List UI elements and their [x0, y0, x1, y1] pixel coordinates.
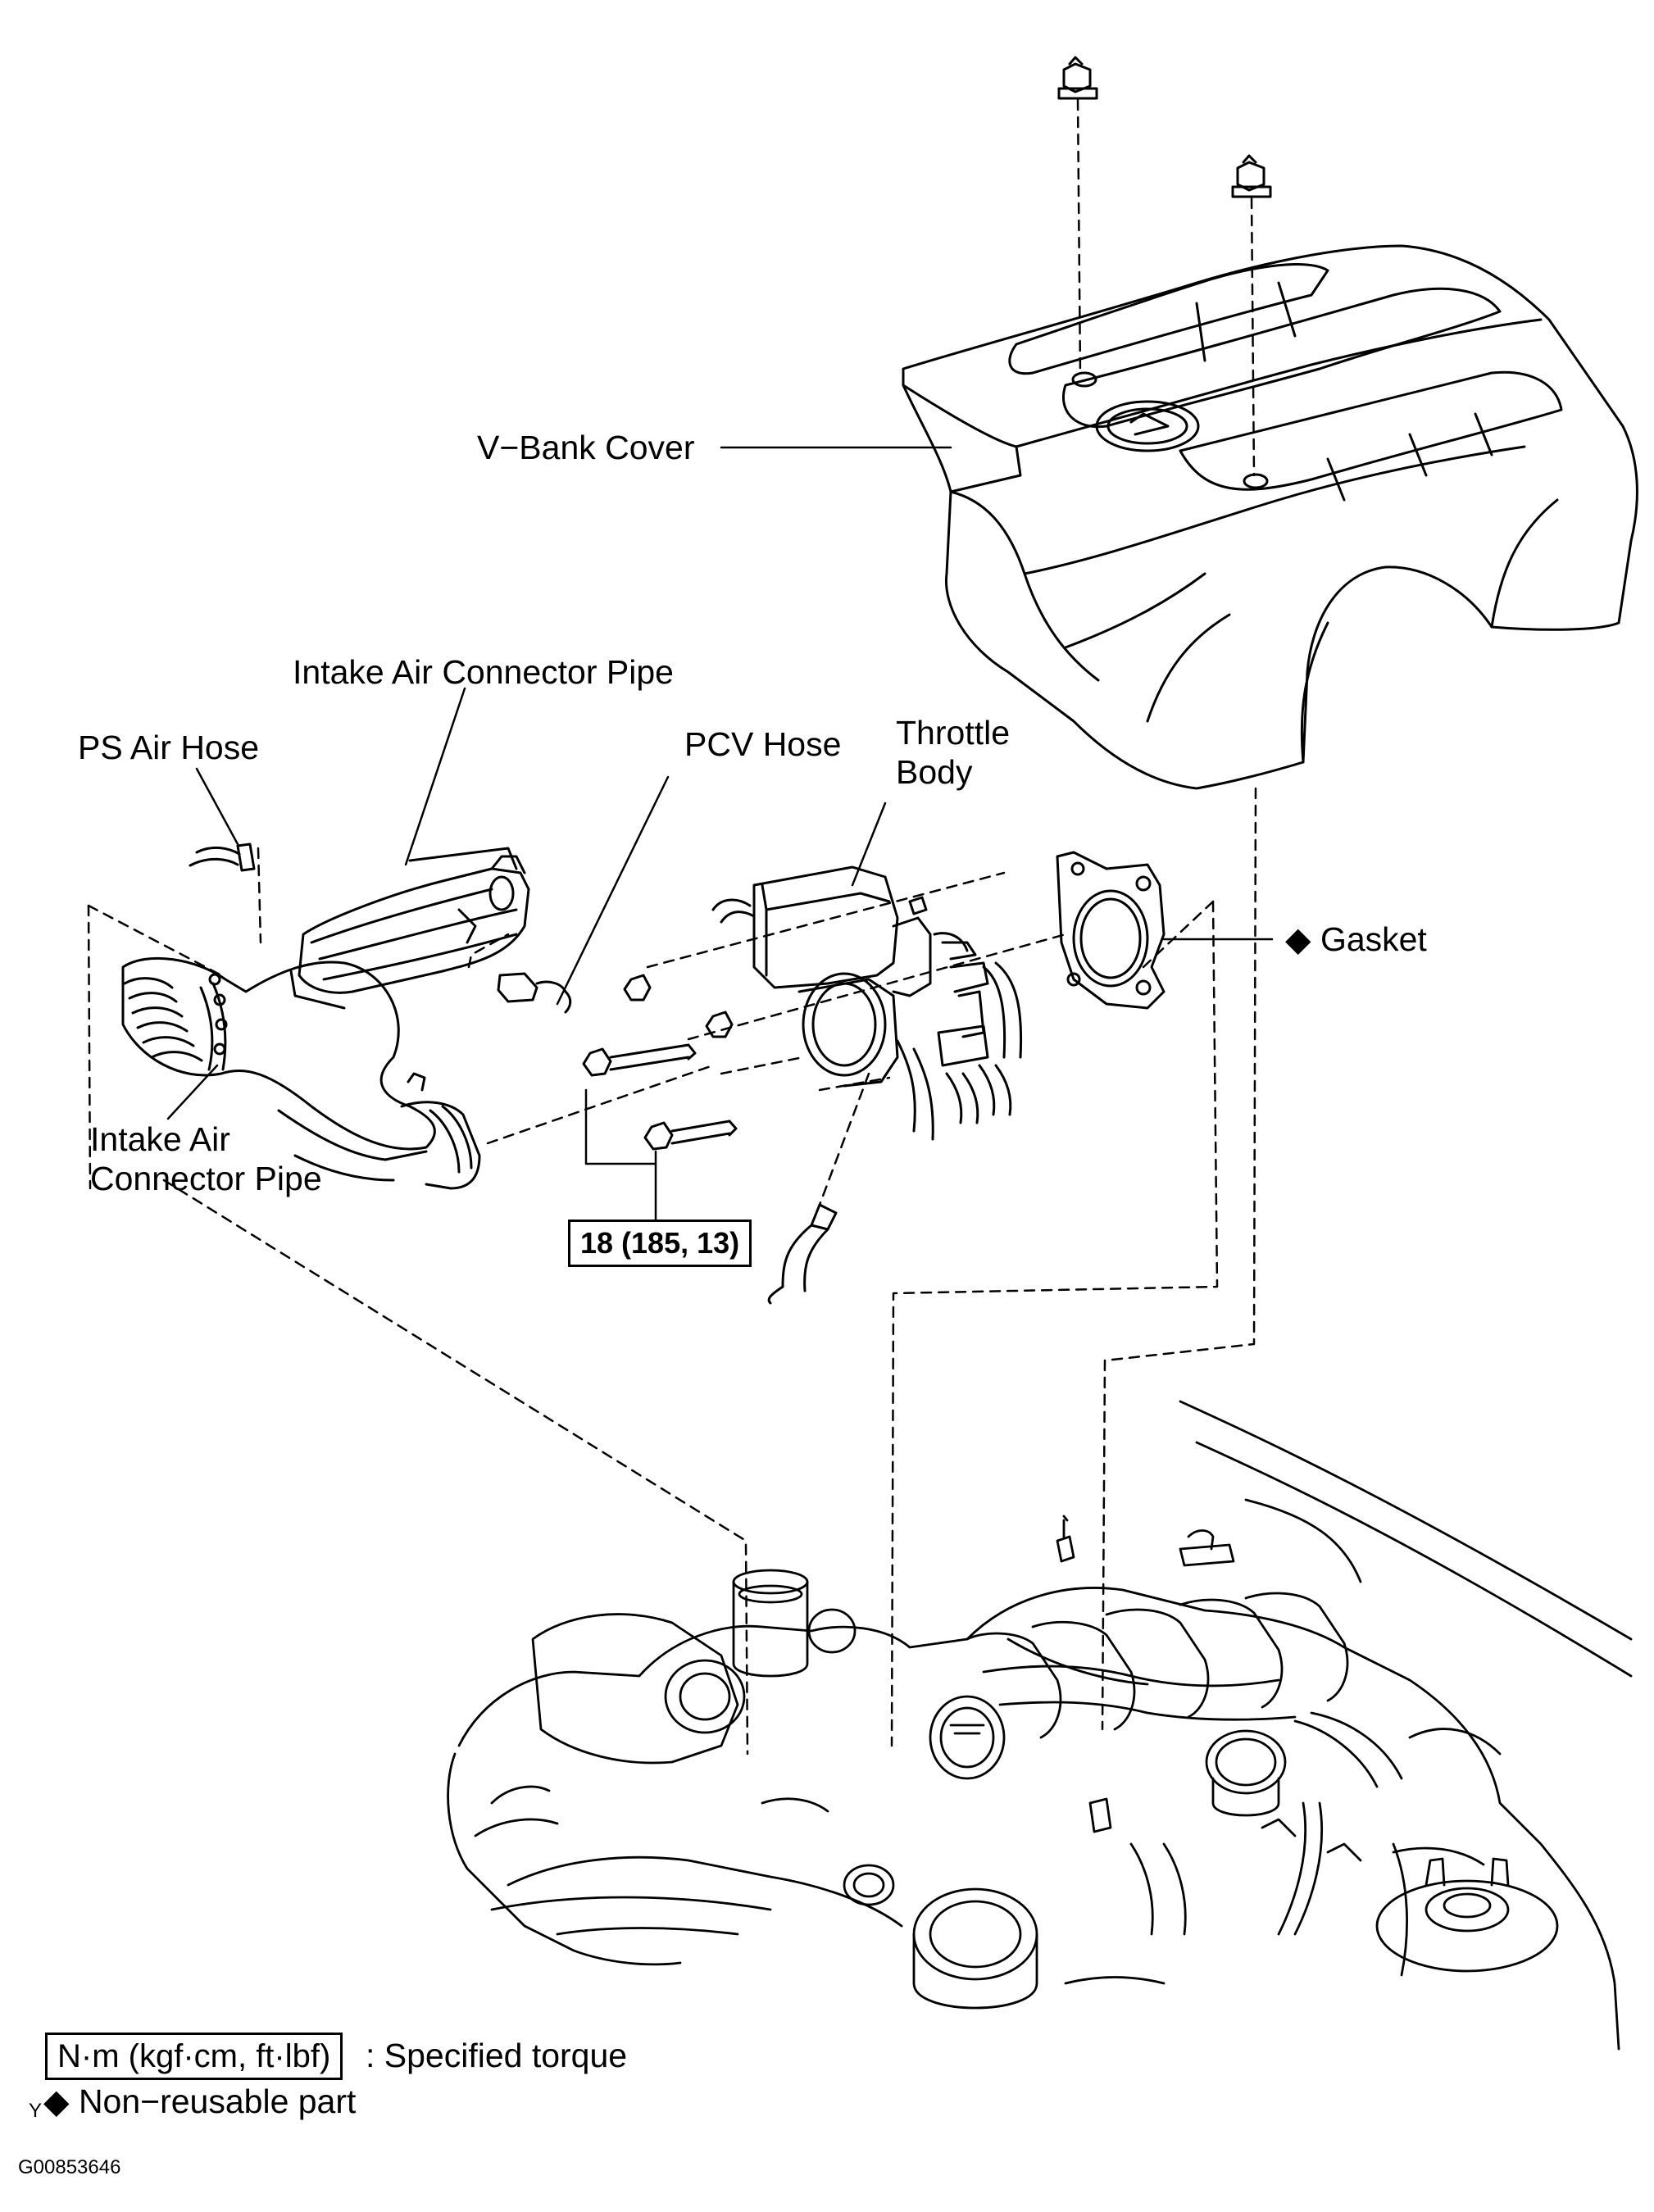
throttle-body-drawing: [711, 865, 1023, 1305]
throttle-body-bolts: [582, 974, 738, 1151]
label-v-bank-cover: V−Bank Cover: [477, 429, 695, 466]
intake-hose-drawing: [121, 956, 481, 1190]
label-intake-air-connector-pipe-left-line1: Intake Air: [90, 1120, 230, 1158]
nonreusable-diamond-icon: ◆: [1285, 920, 1311, 958]
label-intake-air-connector-pipe-left-line2: Connector Pipe: [90, 1160, 322, 1197]
label-gasket: ◆ Gasket: [1285, 920, 1427, 959]
label-throttle-body-line2: Body: [896, 753, 973, 791]
legend-nonreusable: ◆ Non−reusable part: [43, 2082, 356, 2121]
figure-code: G00853646: [18, 2156, 121, 2178]
legend-torque-box: N·m (kgf·cm, ft·lbf): [45, 2033, 343, 2080]
nonreusable-legend-diamond-icon: ◆: [43, 2083, 70, 2120]
assembly-dash-lines: [87, 98, 1257, 1756]
label-gasket-text: Gasket: [1320, 920, 1427, 958]
v-bank-cover-drawing: [902, 244, 1638, 790]
intake-air-connector-pipe-drawing: [189, 843, 572, 1014]
label-pcv-hose: PCV Hose: [684, 725, 842, 763]
cover-nut-2: [1231, 154, 1272, 198]
leader-lines: [166, 446, 1274, 1223]
torque-spec-box: 18 (185, 13): [568, 1220, 752, 1267]
gasket-drawing: [1056, 851, 1166, 1010]
legend-torque-text: : Specified torque: [366, 2037, 628, 2074]
label-throttle-body-line1: Throttle: [896, 714, 1010, 752]
legend-nonreusable-text: Non−reusable part: [78, 2083, 357, 2120]
label-ps-air-hose: PS Air Hose: [78, 729, 260, 766]
label-intake-air-connector-pipe-top: Intake Air Connector Pipe: [293, 653, 674, 691]
cover-nut-1: [1057, 56, 1098, 100]
engine-bay-drawing: [447, 1400, 1633, 2051]
legend-marker: Y: [29, 2100, 43, 2122]
